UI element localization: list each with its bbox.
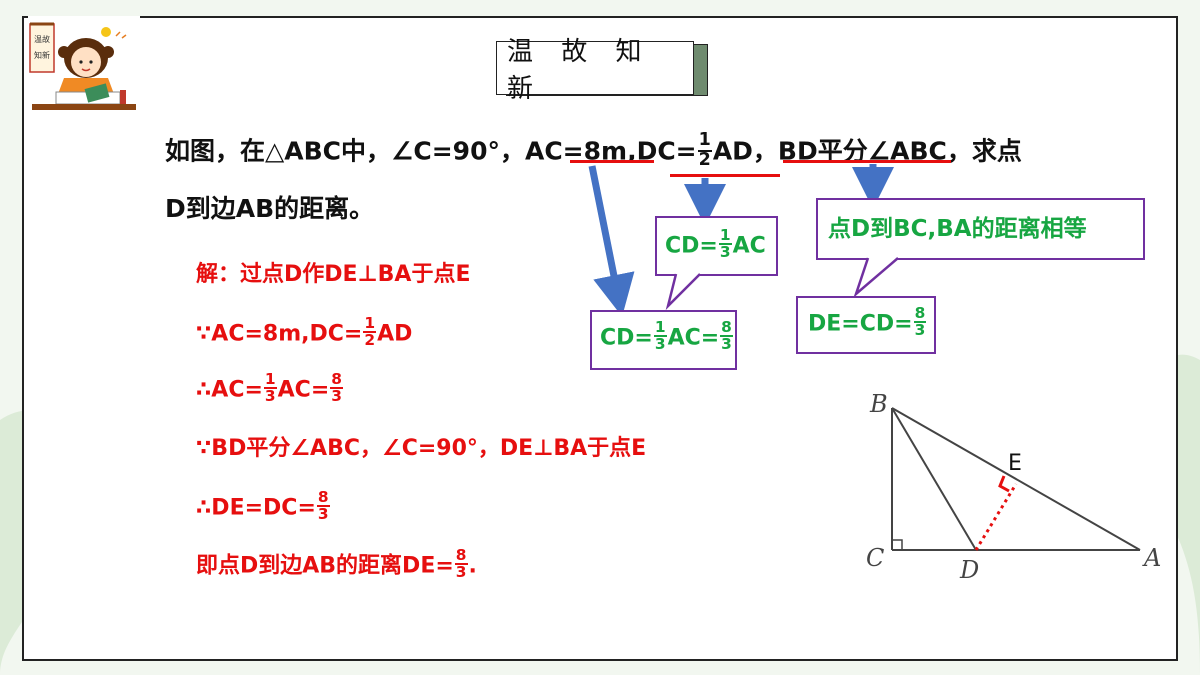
question-dc: DC= <box>636 136 697 166</box>
right-angle-c <box>892 539 903 550</box>
page-title: 温 故 知 新 <box>496 37 694 104</box>
label-b: B <box>869 390 888 418</box>
segment-bd <box>891 407 977 551</box>
side-ba <box>891 407 1141 551</box>
student-badge: 温故 知新 <box>28 16 140 120</box>
underline-ac <box>570 160 654 163</box>
underline-bd <box>783 160 951 163</box>
student-illustration: 温故 知新 <box>29 22 136 110</box>
question-bd: BD平分∠ABC <box>777 136 947 166</box>
label-c: C <box>866 544 884 572</box>
solution-line-4: ∵BD平分∠ABC，∠C=90°，DE⊥BA于点E <box>196 436 647 461</box>
question-intro: 如图，在△ABC中，∠C=90°， <box>165 136 525 166</box>
badge-text-1: 温故 <box>34 34 50 44</box>
label-e: E <box>1008 451 1022 476</box>
question-end: ，求点 <box>946 136 1022 166</box>
label-d: D <box>959 556 979 584</box>
underline-dc <box>670 174 780 177</box>
right-angle-e <box>998 475 1010 493</box>
question-dc-tail: AD， <box>712 136 778 166</box>
label-a: A <box>1142 544 1161 572</box>
solution-line-1: 解：过点D作DE⊥BA于点E <box>196 262 471 287</box>
badge-text-2: 知新 <box>34 50 50 60</box>
arrow-ac <box>588 165 635 317</box>
question-ac: AC=8m, <box>524 136 637 166</box>
callout-distance-equal: 点D到BC,BA的距离相等 <box>816 198 1145 260</box>
segment-de <box>974 483 1018 551</box>
question-line-2: D到边AB的距离。 <box>165 194 375 223</box>
